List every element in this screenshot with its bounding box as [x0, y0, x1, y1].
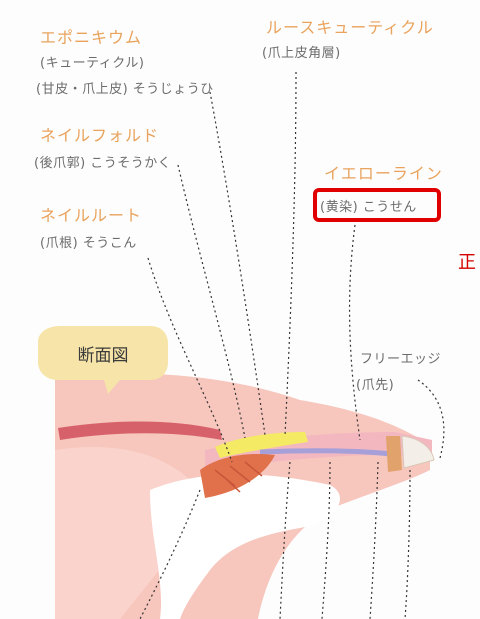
nail-bed-line [259, 448, 401, 458]
label-yellow-line-jp: (黄染) こうせん [320, 200, 417, 215]
label-loose-cuticle-jp: (爪上皮角層) [262, 46, 341, 61]
label-eponychium-jp: (甘皮・爪上皮) そうじょうひ [36, 82, 214, 97]
label-eponychium: エポニキウム [40, 28, 143, 47]
label-free-edge: フリーエッジ [360, 352, 442, 367]
cut-off-character: 正 [458, 252, 476, 273]
inner-white-area [150, 474, 340, 619]
label-free-edge-jp: (爪先) [356, 378, 395, 393]
section-badge-label: 断面図 [78, 346, 129, 366]
label-nail-fold-jp: (後爪郭) こうそうかく [34, 156, 172, 171]
label-nail-root-jp: (爪根) そうこん [40, 236, 137, 251]
free-edge-tip [386, 436, 402, 472]
label-eponychium-cuticle: (キューティクル) [40, 56, 145, 71]
nail-matrix [200, 453, 275, 498]
label-nail-root: ネイルルート [40, 206, 143, 225]
highlight-box [313, 188, 441, 222]
label-nail-fold: ネイルフォルド [40, 126, 160, 145]
label-yellow-line: イエローライン [324, 164, 443, 183]
free-edge-extension [401, 435, 435, 469]
leader-lines [139, 71, 445, 619]
cuticle-region [215, 432, 308, 458]
section-badge: 断面図 [38, 326, 168, 394]
label-loose-cuticle: ルースキューティクル [266, 18, 434, 37]
nail-fold-edge [58, 421, 222, 440]
